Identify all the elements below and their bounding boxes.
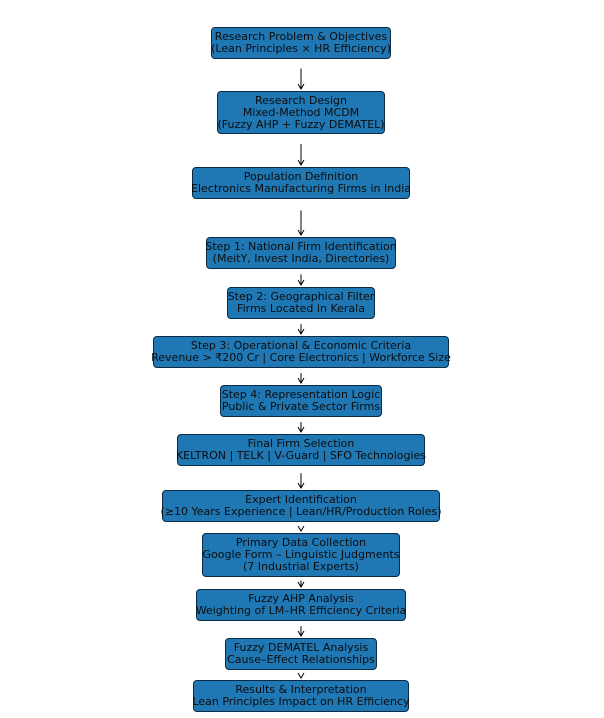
node-fuzzy-ahp-line-1: Fuzzy AHP Analysis <box>248 592 354 605</box>
node-final-firm-line-2: KELTRON | TELK | V-Guard | SFO Technolog… <box>175 449 427 462</box>
node-step3-criteria: Step 3: Operational & Economic Criteria … <box>151 336 451 368</box>
edge-arrow-9 <box>297 525 305 532</box>
edge-arrow-7 <box>297 422 305 433</box>
node-research-problem-line-2: (Lean Principles × HR Efficiency) <box>211 42 391 55</box>
node-results-line-1: Results & Interpretation <box>235 683 367 696</box>
edge-arrow-5 <box>297 324 305 335</box>
edge-arrow-12 <box>297 672 305 679</box>
node-step2-line-1: Step 2: Geographical Filter <box>227 290 375 303</box>
edge-arrow-1 <box>297 68 305 90</box>
node-results-line-2: Lean Principles Impact on HR Efficiency <box>192 695 410 708</box>
edge-arrow-11 <box>297 626 305 637</box>
node-research-design-line-3: (Fuzzy AHP + Fuzzy DEMATEL) <box>217 117 385 131</box>
node-primary-data-collection: Primary Data Collection Google Form – Li… <box>202 533 400 577</box>
node-expert-identification: Expert Identification (≥10 Years Experie… <box>160 490 442 522</box>
edge-arrow-3 <box>297 210 305 236</box>
edge-arrow-6 <box>297 373 305 384</box>
node-final-firm-line-1: Final Firm Selection <box>247 437 355 450</box>
node-step1-line-1: Step 1: National Firm Identification <box>205 240 397 253</box>
node-results-interpretation: Results & Interpretation Lean Principles… <box>192 680 410 712</box>
edge-arrow-10 <box>297 580 305 588</box>
node-expert-line-1: Expert Identification <box>245 493 357 506</box>
node-expert-line-2: (≥10 Years Experience | Lean/HR/Producti… <box>160 505 442 518</box>
edge-arrow-4 <box>297 274 305 286</box>
node-step2-line-2: Firms Located in Kerala <box>237 302 365 315</box>
node-step3-line-2: Revenue > ₹200 Cr | Core Electronics | W… <box>151 351 451 364</box>
node-fuzzy-dematel: Fuzzy DEMATEL Analysis Cause–Effect Rela… <box>225 638 377 670</box>
node-final-firm-selection: Final Firm Selection KELTRON | TELK | V-… <box>175 434 427 466</box>
node-population-definition-line-1: Population Definition <box>243 170 359 183</box>
node-research-design: Research Design Mixed-Method MCDM (Fuzzy… <box>217 91 385 134</box>
node-step4-line-1: Step 4: Representation Logic <box>221 388 381 401</box>
node-fuzzy-ahp: Fuzzy AHP Analysis Weighting of LM–HR Ef… <box>196 589 406 621</box>
node-data-collection-line-2: Google Form – Linguistic Judgments <box>202 548 400 561</box>
node-research-design-line-2: Mixed-Method MCDM <box>242 105 360 119</box>
node-fuzzy-ahp-line-2: Weighting of LM–HR Efficiency Criteria <box>195 604 407 617</box>
edge-arrow-8 <box>297 473 305 489</box>
node-step3-line-1: Step 3: Operational & Economic Criteria <box>190 339 412 352</box>
node-step1-identification: Step 1: National Firm Identification (Me… <box>205 237 397 269</box>
node-step4-line-2: Public & Private Sector Firms <box>221 400 381 413</box>
node-step4-representation: Step 4: Representation Logic Public & Pr… <box>220 385 382 417</box>
node-fuzzy-dematel-line-1: Fuzzy DEMATEL Analysis <box>233 641 369 654</box>
node-research-design-line-1: Research Design <box>255 93 347 107</box>
node-step2-geographical-filter: Step 2: Geographical Filter Firms Locate… <box>227 287 375 319</box>
node-step1-line-2: (MeitY, Invest India, Directories) <box>212 252 390 265</box>
node-research-problem-line-1: Research Problem & Objectives <box>214 30 388 43</box>
node-population-definition: Population Definition Electronics Manufa… <box>191 167 411 199</box>
node-fuzzy-dematel-line-2: Cause–Effect Relationships <box>227 653 375 666</box>
node-research-problem: Research Problem & Objectives (Lean Prin… <box>211 27 391 59</box>
node-data-collection-line-1: Primary Data Collection <box>235 536 367 549</box>
node-population-definition-line-2: Electronics Manufacturing Firms in India <box>191 182 411 195</box>
node-data-collection-line-3: (7 Industrial Experts) <box>243 560 359 573</box>
edge-arrow-2 <box>297 143 305 166</box>
